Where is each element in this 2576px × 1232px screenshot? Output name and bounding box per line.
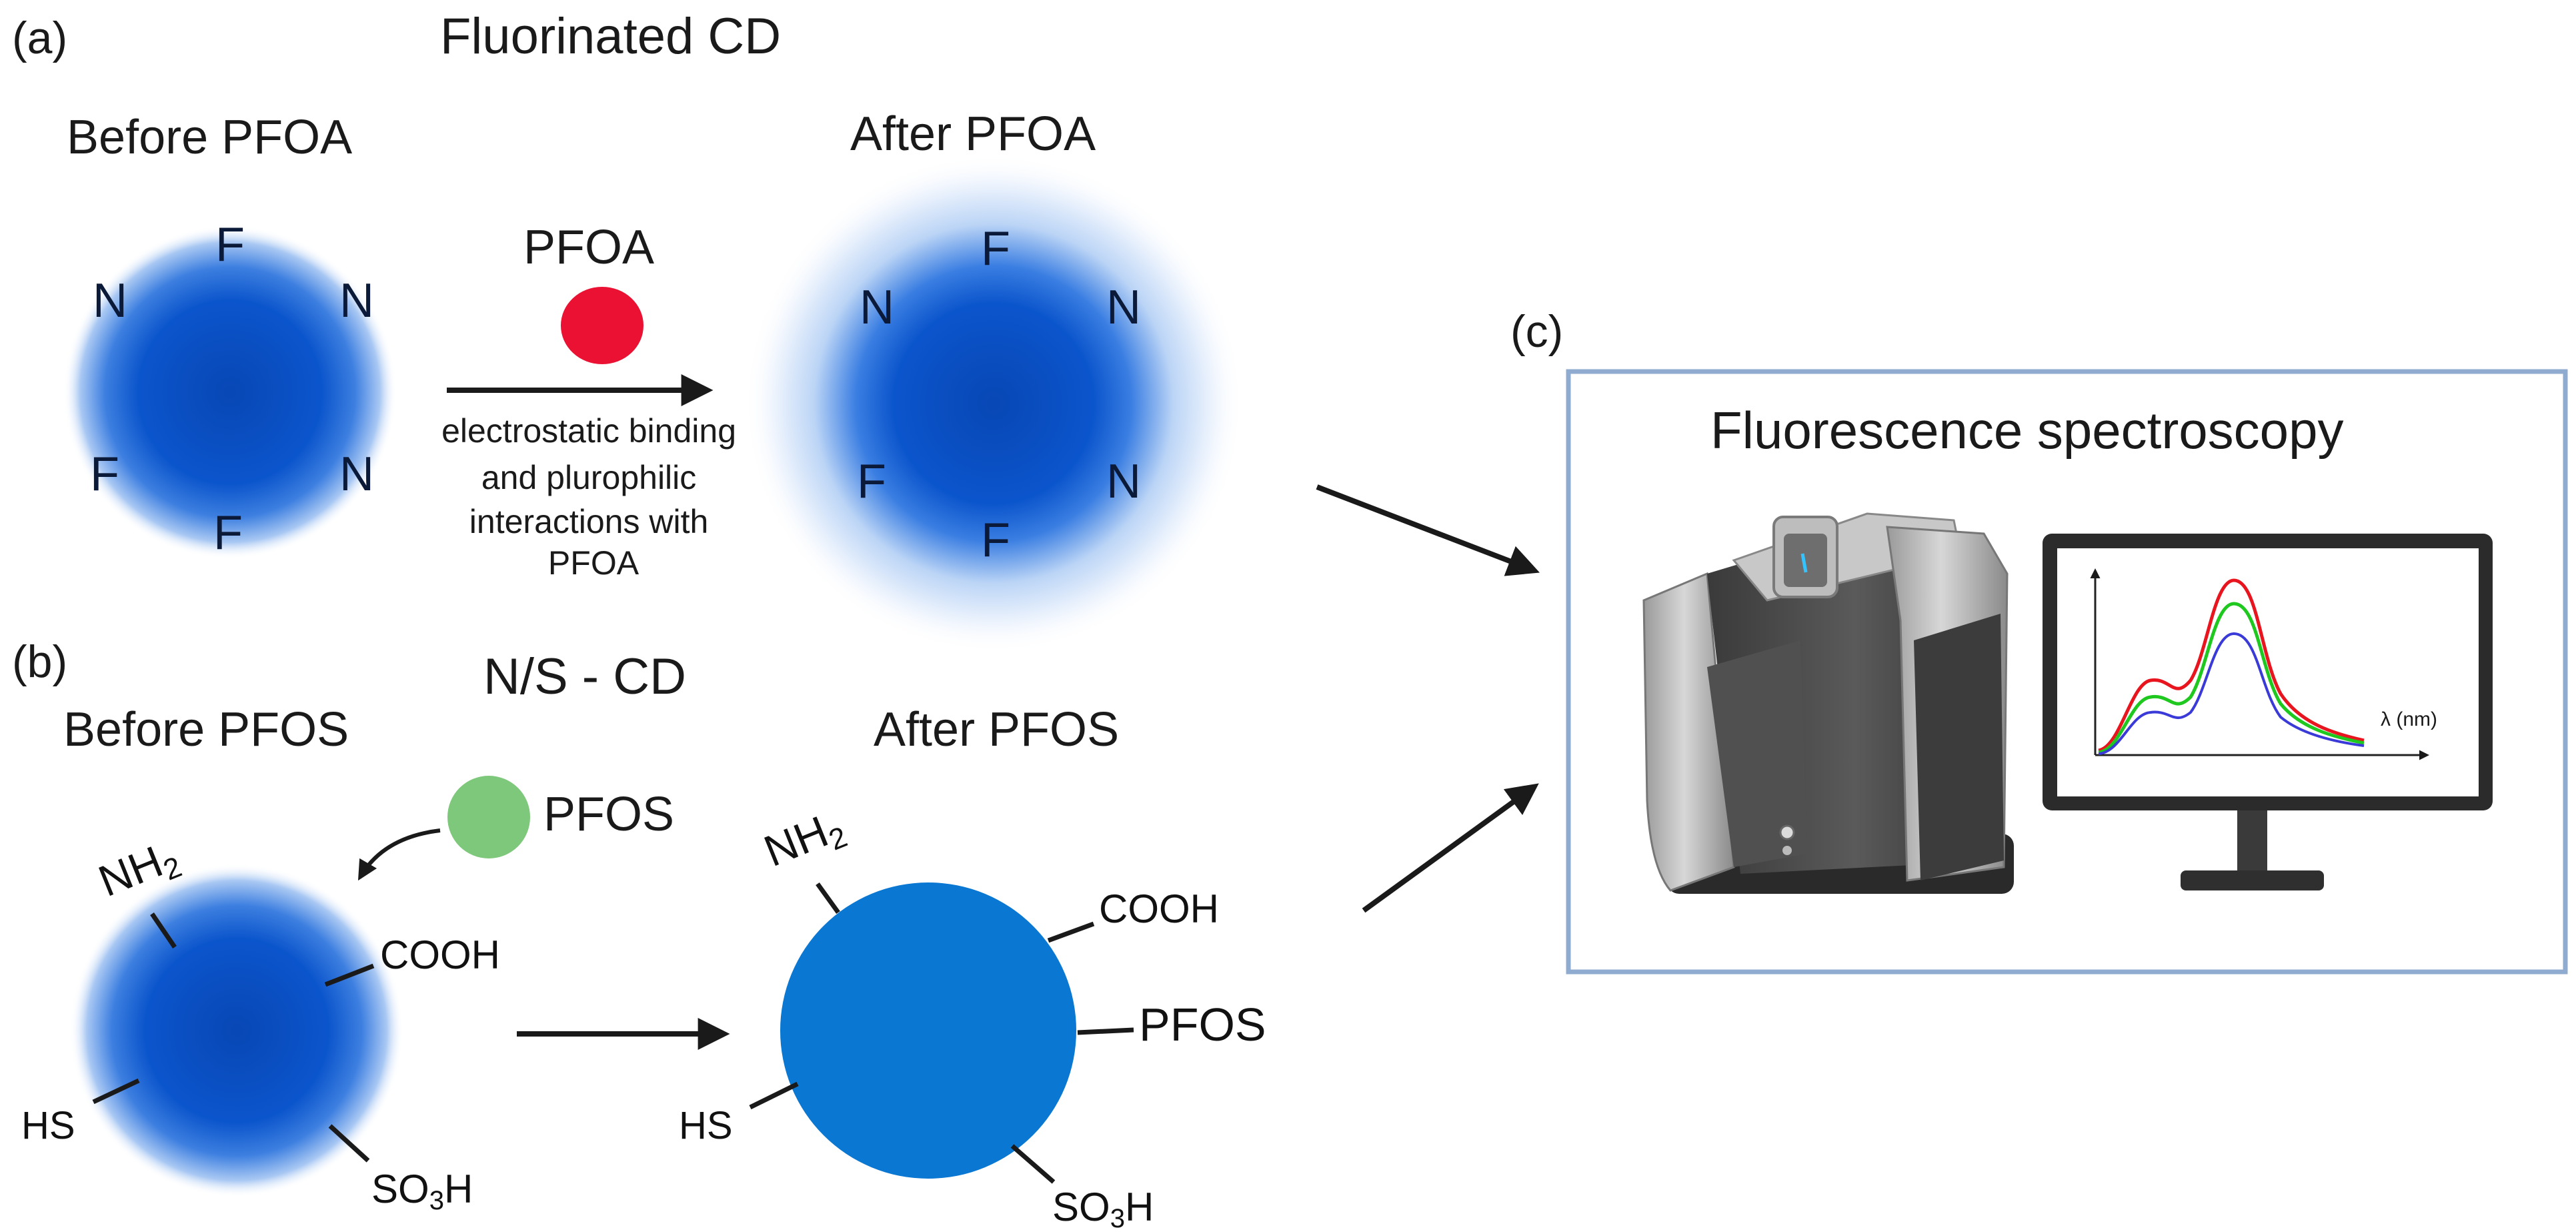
before-pfoa-label: Before PFOA: [67, 111, 352, 164]
bond-cooh-after: [1047, 921, 1095, 943]
group-pfos-after: PFOS: [1139, 999, 1266, 1051]
ns-cd-dot-after: [780, 882, 1076, 1179]
atom-n-right-after: N: [1106, 281, 1141, 334]
panel-b-title: N/S - CD: [483, 648, 686, 705]
panel-c: (c) Fluorescence spectroscopy: [1510, 306, 2568, 975]
atom-n-lower-right-after: N: [1106, 455, 1141, 508]
bond-so3h-after: [1010, 1144, 1056, 1184]
atom-f-left: F: [90, 448, 119, 501]
pfos-reagent-label: PFOS: [543, 788, 674, 841]
atom-n-left-after: N: [860, 281, 894, 334]
pfoa-molecule: [561, 287, 643, 364]
pfos-molecule: [447, 776, 530, 858]
atom-n-left: N: [93, 274, 127, 328]
ns-cd-dot-before: [70, 864, 403, 1197]
cd-dot-after-pfoa: [744, 153, 1244, 654]
spectrum-x-axis-label: λ (nm): [2381, 708, 2437, 730]
atom-f-top: F: [215, 218, 245, 271]
group-cooh-before: COOH: [380, 933, 500, 977]
group-hs-after: HS: [679, 1104, 733, 1147]
atom-f-top-after: F: [981, 222, 1010, 275]
bond-nh2-after: [816, 882, 840, 914]
group-nh2-after: NH2: [758, 800, 852, 880]
spectrum-plot: λ (nm): [2090, 568, 2437, 760]
pfos-curved-arrow: [357, 828, 441, 881]
bond-cooh: [324, 963, 375, 987]
atom-f-bottom-after: F: [981, 514, 1010, 567]
panel-b-label: (b): [12, 636, 67, 687]
bond-hs: [92, 1078, 140, 1105]
atom-f-bottom: F: [213, 506, 243, 560]
atom-f-left-after: F: [857, 455, 886, 508]
spectrum-line-red: [2098, 578, 2365, 752]
fluorescence-spectroscopy-title: Fluorescence spectroscopy: [1710, 401, 2343, 460]
pfoa-reagent-label: PFOA: [523, 221, 654, 274]
atom-n-lower-right: N: [339, 448, 374, 501]
panel-c-label: (c): [1510, 306, 1563, 357]
group-cooh-after: COOH: [1099, 886, 1219, 931]
bond-nh2: [150, 912, 177, 949]
panel-a-title: Fluorinated CD: [440, 8, 781, 65]
atom-n-right: N: [339, 274, 374, 328]
group-so3h-after: SO3H: [1052, 1185, 1154, 1232]
bond-so3h: [328, 1124, 370, 1163]
spectrum-line-blue: [2098, 632, 2365, 755]
panel-a: (a) Fluorinated CD Before PFOA After PFO…: [12, 8, 1244, 654]
pfoa-arrow-caption: electrostatic binding and plurophilic in…: [441, 412, 746, 582]
group-so3h-before: SO3H: [371, 1167, 473, 1215]
panel-b: (b) N/S - CD Before PFOS After PFOS PFOS…: [12, 636, 1266, 1232]
bond-hs-after: [749, 1081, 799, 1110]
group-hs-before: HS: [21, 1104, 75, 1147]
cd-dot-before-pfoa: [63, 225, 397, 559]
arrow-b-to-c: [1362, 783, 1539, 913]
spectrometer-icon: [1642, 512, 2014, 894]
spectrum-line-green: [2098, 602, 2365, 754]
after-pfos-label: After PFOS: [874, 703, 1119, 756]
after-pfoa-label: After PFOA: [850, 107, 1096, 161]
before-pfos-label: Before PFOS: [63, 703, 349, 756]
panel-a-label: (a): [12, 13, 67, 63]
bond-pfos-after: [1077, 1027, 1134, 1035]
arrow-a-to-c: [1316, 484, 1540, 576]
